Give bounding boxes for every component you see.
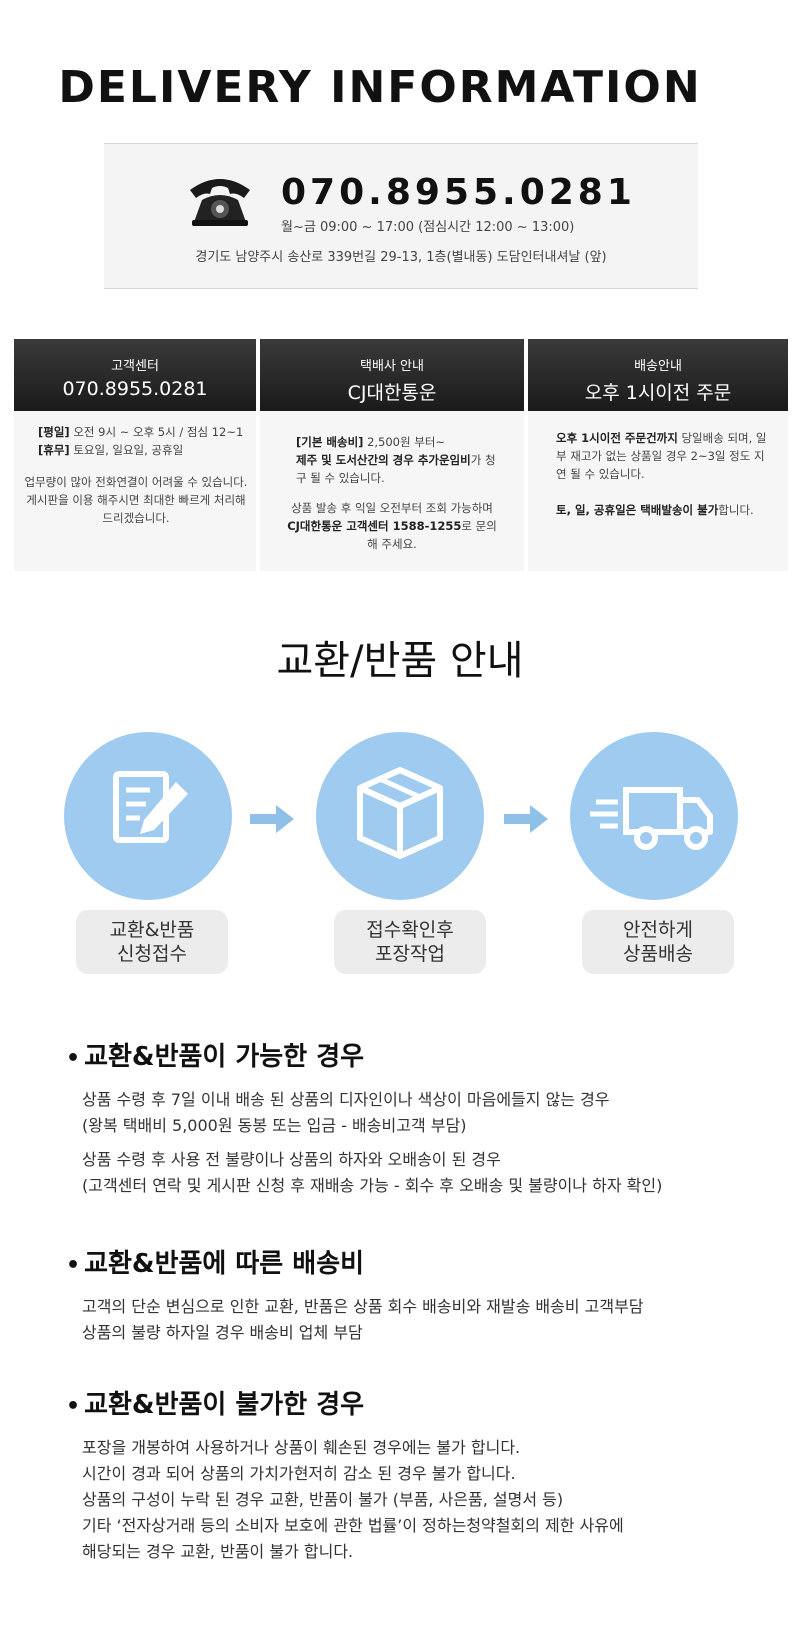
box-icon	[357, 767, 443, 859]
tracking-text: 상품 발송 후 익일 오전부터 조회 가능하며	[291, 501, 493, 515]
form-pencil-icon	[113, 771, 188, 843]
rule-line: 기타 ‘전자상거래 등의 소비자 보호에 관한 법률’이 정하는청약철회의 제한…	[82, 1516, 624, 1535]
exchange-title: 교환/반품 안내	[276, 638, 524, 684]
info-col-shipping: 배송안내 오후 1시이전 주문 오후 1시이전 주문건까지 당일배송 되며, 일…	[528, 339, 788, 571]
step-circle-request	[64, 732, 232, 900]
col-value: 070.8955.0281	[62, 378, 208, 400]
rule-line: (고객센터 연락 및 게시판 신청 후 재배송 가능 - 회수 후 오배송 및 …	[82, 1176, 663, 1195]
rule-line: (왕복 택배비 5,000원 동봉 또는 입금 - 배송비고객 부담)	[82, 1116, 467, 1135]
business-hours: 월~금 09:00 ~ 17:00 (점심시간 12:00 ~ 13:00)	[281, 220, 575, 235]
info-columns: 고객센터 070.8955.0281 [평일] 오전 9시 ~ 오후 5시 / …	[14, 339, 788, 571]
rule-line: 해당되는 경우 교환, 반품이 불가 합니다.	[82, 1542, 354, 1561]
cutoff-text: 당일배송 되며, 일부 재고가 없는 상품일 경우 2~3일 정도 지연 될 수…	[556, 431, 767, 481]
holiday-text: 토요일, 일요일, 공휴일	[69, 443, 184, 457]
page-title: DELIVERY INFORMATION	[58, 62, 702, 113]
rule-line: 시간이 경과 되어 상품의 가치가현저히 감소 된 경우 불가 합니다.	[82, 1464, 516, 1483]
rule-line: 포장을 개봉하여 사용하거나 상품이 훼손된 경우에는 불가 합니다.	[82, 1438, 521, 1457]
weekday-label: [평일]	[38, 425, 70, 439]
step-circle-shipping	[570, 732, 738, 900]
rule-line: 고객의 단순 변심으로 인한 교환, 반품은 상품 회수 배송비와 재발송 배송…	[82, 1297, 644, 1316]
address: 경기도 남양주시 송산로 339번길 29-13, 1층(별내동) 도담인터내셔…	[195, 250, 607, 265]
arrow-right-icon	[250, 805, 294, 833]
contact-box: 070.8955.0281 월~금 09:00 ~ 17:00 (점심시간 12…	[104, 143, 698, 289]
rule-shipping-fee: •교환&반품에 따른 배송비 고객의 단순 변심으로 인한 교환, 반품은 상품…	[66, 1243, 644, 1346]
tracking-tail: 로 문의해 주세요.	[367, 519, 497, 551]
step-label-request: 교환&반품 신청접수	[76, 910, 228, 974]
info-col-customer-center: 고객센터 070.8955.0281 [평일] 오전 9시 ~ 오후 5시 / …	[14, 339, 256, 571]
phone-number[interactable]: 070.8955.0281	[281, 172, 636, 213]
rule-line: 상품의 구성이 누락 된 경우 교환, 반품이 불가 (부품, 사은품, 설명서…	[82, 1490, 564, 1509]
arrow-right-icon	[504, 805, 548, 833]
holiday-label: [휴무]	[38, 443, 70, 457]
courier-phone: CJ대한통운 고객센터 1588-1255	[287, 519, 462, 533]
bullet-icon: •	[66, 1046, 81, 1071]
extra-fee-text: 가 청구 될 수 있습니다.	[296, 453, 496, 485]
basic-fee-label: [기본 배송비]	[296, 435, 364, 449]
col-value: CJ대한통운	[347, 382, 437, 404]
rule-heading: 교환&반품이 불가한 경우	[84, 1390, 365, 1420]
basic-fee-text: 2,500원 부터~	[363, 435, 446, 449]
rule-line: 상품의 불량 하자일 경우 배송비 업체 부담	[82, 1323, 363, 1342]
no-weekend-text: 합니다.	[718, 503, 754, 517]
rule-possible: •교환&반품이 가능한 경우 상품 수령 후 7일 이내 배송 된 상품의 디자…	[66, 1036, 662, 1199]
col-label: 고객센터	[111, 359, 159, 374]
bullet-icon: •	[66, 1394, 81, 1419]
info-col-courier: 택배사 안내 CJ대한통운 [기본 배송비] 2,500원 부터~ 제주 및 도…	[260, 339, 524, 571]
bullet-icon: •	[66, 1253, 81, 1278]
col-label: 배송안내	[634, 359, 682, 374]
col-value: 오후 1시이전 주문	[584, 382, 732, 404]
center-note: 업무량이 많아 전화연결이 어려울 수 있습니다. 게시판을 이용 해주시면 최…	[24, 475, 248, 525]
rule-impossible: •교환&반품이 불가한 경우 포장을 개봉하여 사용하거나 상품이 훼손된 경우…	[66, 1384, 624, 1565]
step-label-shipping: 안전하게 상품배송	[582, 910, 734, 974]
extra-fee-label: 제주 및 도서산간의 경우 추가운임비	[296, 453, 471, 467]
weekday-text: 오전 9시 ~ 오후 5시 / 점심 12~1	[69, 425, 244, 439]
step-circle-packing	[316, 732, 484, 900]
step-label-packing: 접수확인후 포장작업	[334, 910, 486, 974]
rule-line: 상품 수령 후 7일 이내 배송 된 상품의 디자인이나 색상이 마음에들지 않…	[82, 1090, 610, 1109]
telephone-icon	[190, 179, 250, 226]
rule-line: 상품 수령 후 사용 전 불량이나 상품의 하자와 오배송이 된 경우	[82, 1150, 501, 1169]
no-weekend-label: 토, 일, 공휴일은 택배발송이 불가	[556, 503, 719, 517]
rule-heading: 교환&반품에 따른 배송비	[84, 1249, 365, 1279]
cutoff-label: 오후 1시이전 주문건까지	[556, 431, 678, 445]
truck-icon	[590, 787, 713, 850]
col-label: 택배사 안내	[360, 359, 424, 374]
rule-heading: 교환&반품이 가능한 경우	[84, 1042, 365, 1072]
